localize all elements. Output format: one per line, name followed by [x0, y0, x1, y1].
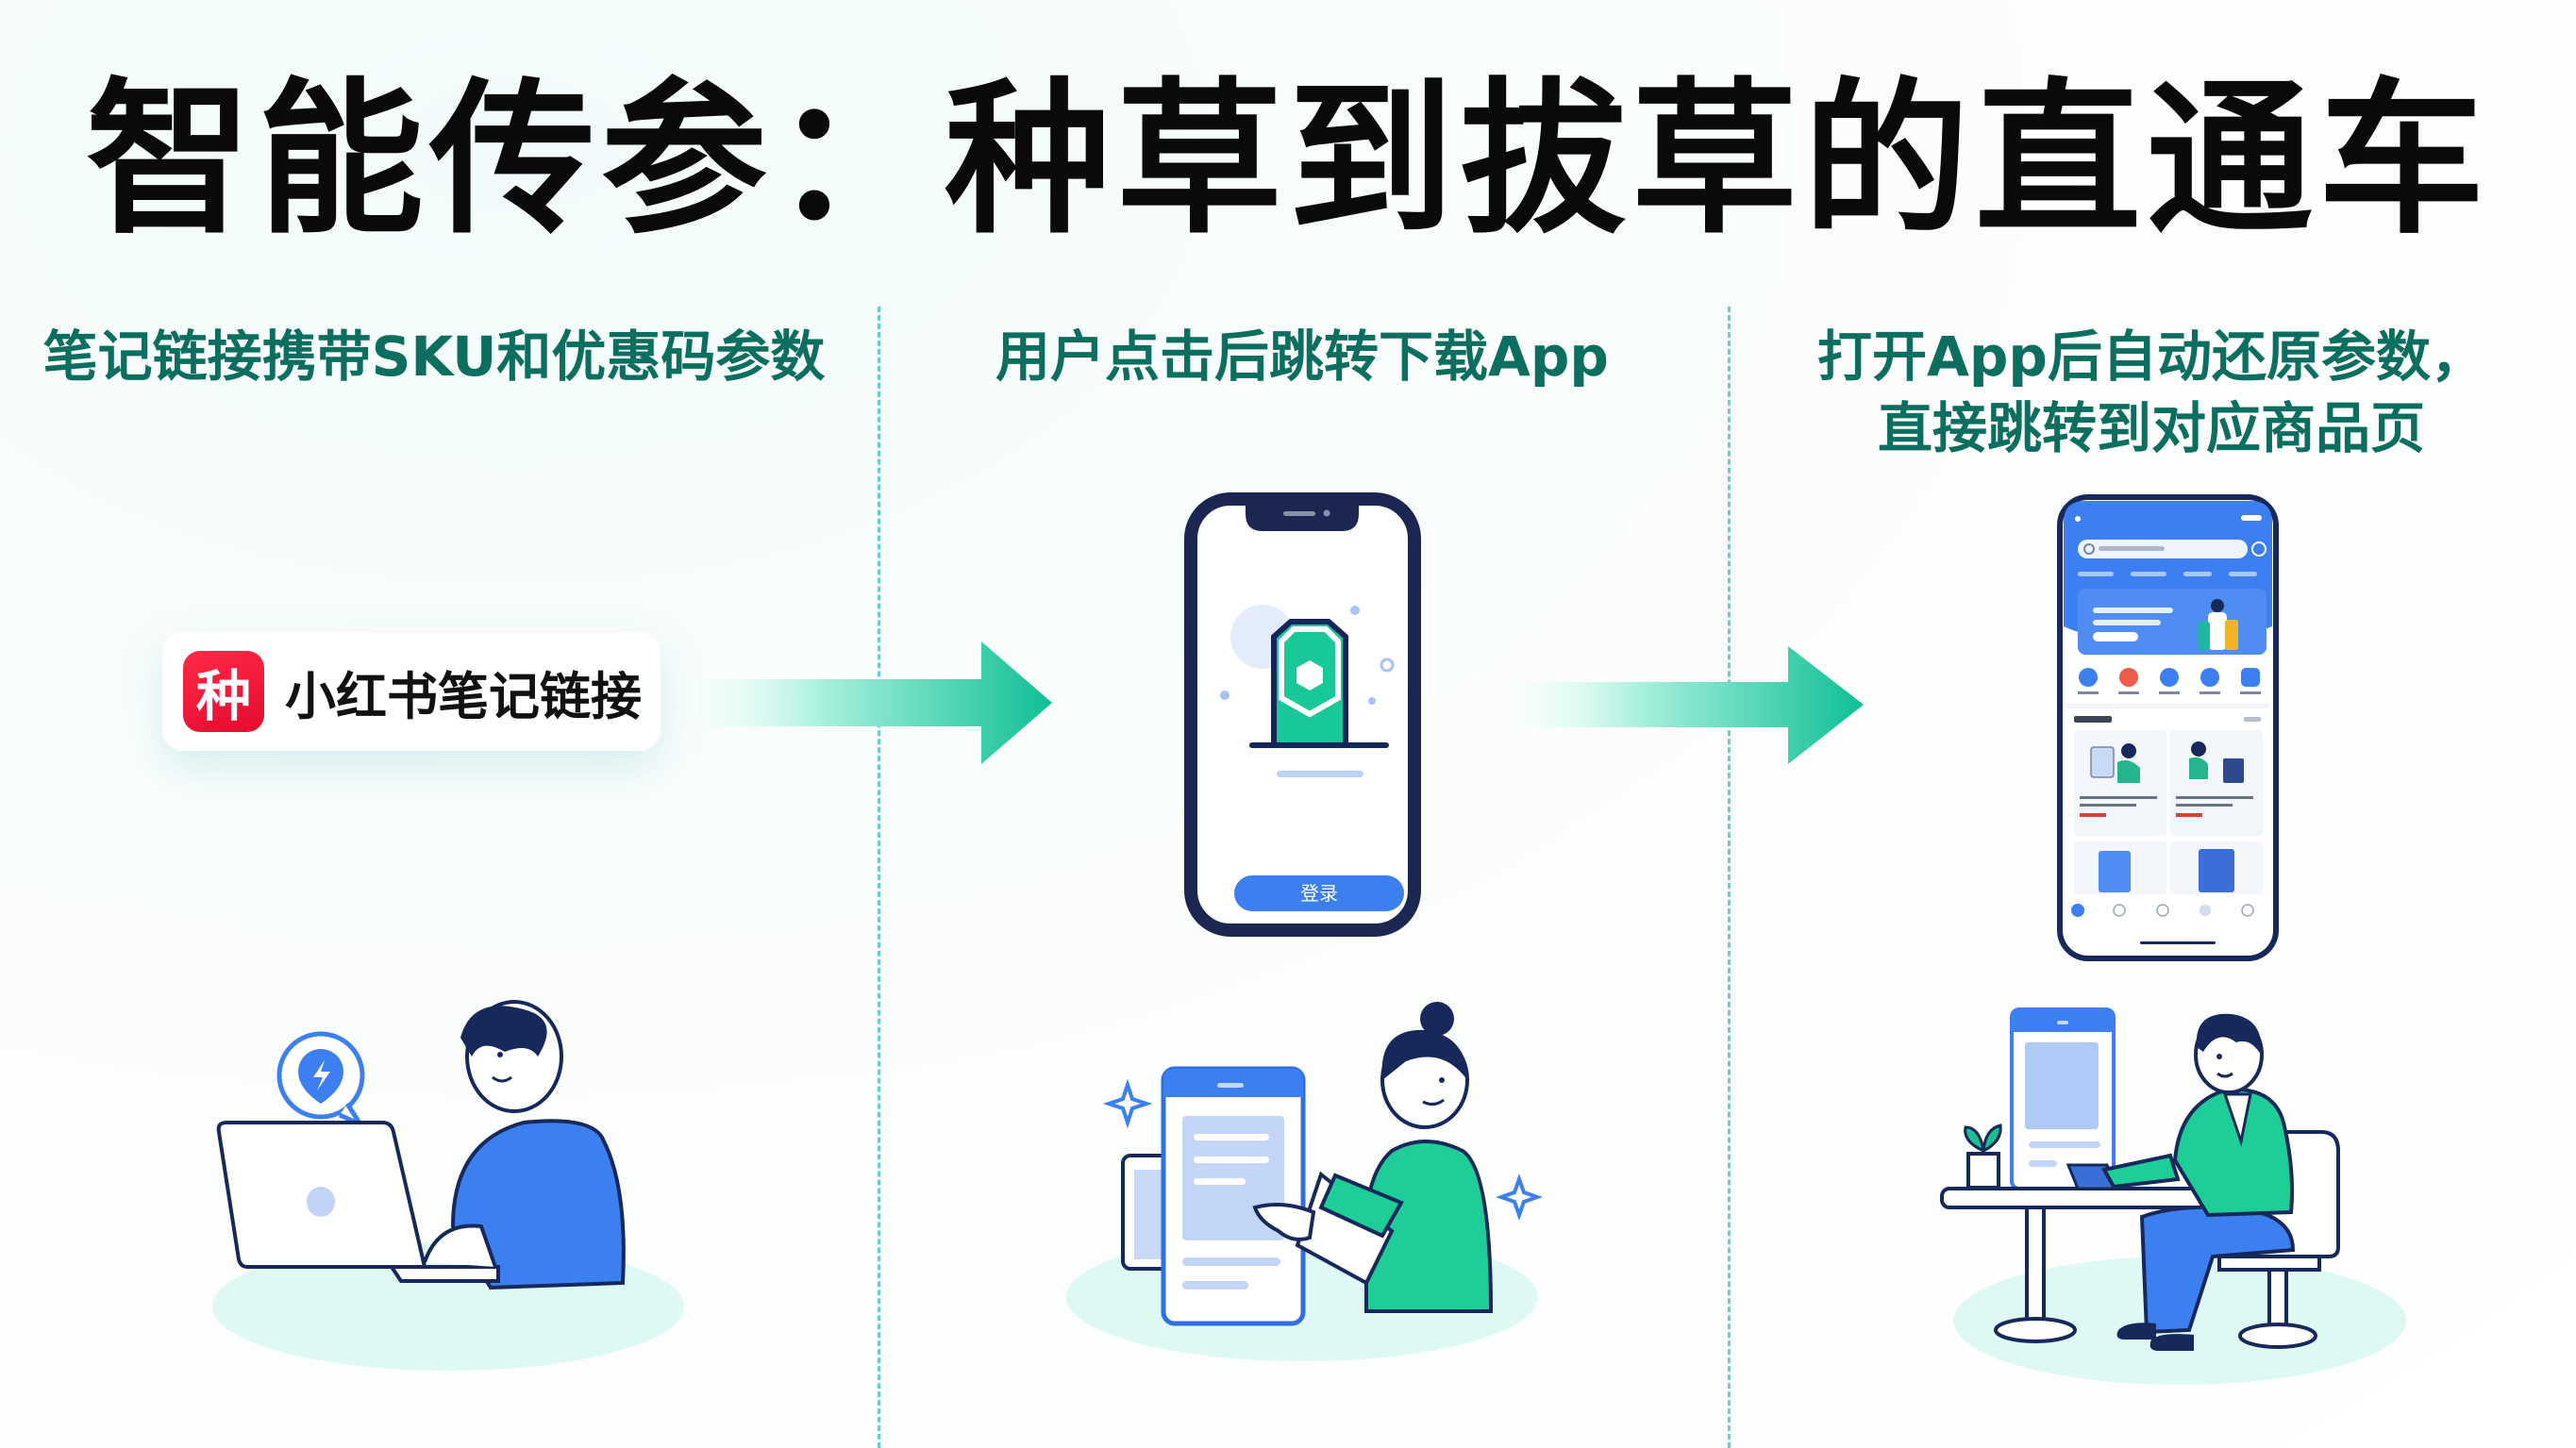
product-card[interactable] — [2170, 730, 2263, 836]
step-3-caption: 打开App后自动还原参数， 直接跳转到对应商品页 — [1755, 321, 2548, 464]
tab-icon[interactable] — [2200, 905, 2211, 916]
plant-icon — [1964, 1123, 2002, 1190]
category-icon[interactable] — [2160, 668, 2179, 687]
step-3-caption-line-1: 打开App后自动还原参数， — [1817, 325, 2485, 389]
tab-icon[interactable] — [2241, 904, 2254, 917]
sparkle-icon — [1102, 1078, 1153, 1129]
login-button[interactable] — [1234, 875, 1404, 911]
person-pointing-illustration — [1066, 1002, 1543, 1361]
scan-icon — [2251, 541, 2267, 557]
column-divider-2 — [1728, 307, 1731, 1448]
step-2-caption-line: 用户点击后跳转下载App — [995, 325, 1609, 389]
install-phone: 登录 — [1184, 492, 1421, 937]
category-icon[interactable] — [2079, 668, 2098, 687]
arrow-icon-2 — [1519, 646, 1864, 764]
product-phone — [2057, 494, 2279, 961]
sparkle-icon — [1496, 1173, 1543, 1221]
note-link-label: 小红书笔记链接 — [285, 666, 642, 726]
step-1-caption-line: 笔记链接携带SKU和优惠码参数 — [42, 325, 826, 389]
bottom-tab-bar — [2064, 898, 2272, 944]
step-2-caption: 用户点击后跳转下载App — [906, 321, 1698, 392]
step-1-caption: 笔记链接携带SKU和优惠码参数 — [38, 321, 830, 392]
category-icon[interactable] — [2200, 668, 2219, 687]
category-icon[interactable] — [2119, 668, 2138, 687]
category-icon[interactable] — [2241, 668, 2260, 687]
login-button-label: 登录 — [1300, 882, 1338, 905]
chat-bubble-icon — [276, 1031, 365, 1127]
category-icons — [2078, 668, 2261, 694]
person-at-desk-illustration — [1940, 1007, 2406, 1385]
column-divider-1 — [878, 307, 880, 1448]
note-link-card[interactable]: 种 小红书笔记链接 — [162, 632, 661, 751]
arrow-icon-1 — [698, 641, 1052, 764]
app-install-icon — [1249, 619, 1389, 748]
tab-icon[interactable] — [2156, 904, 2169, 917]
xiaohongshu-app-icon: 种 — [183, 651, 264, 732]
person-with-laptop-illustration — [212, 1000, 684, 1371]
page-title: 智能传参：种草到拔草的直通车 — [85, 63, 2490, 257]
search-icon — [2083, 543, 2095, 555]
product-card[interactable] — [2074, 730, 2166, 836]
tab-home-icon[interactable] — [2071, 904, 2084, 917]
step-3-caption-line-2: 直接跳转到对应商品页 — [1877, 396, 2425, 460]
lightning-icon — [313, 1060, 330, 1090]
tab-icon[interactable] — [2113, 904, 2126, 917]
